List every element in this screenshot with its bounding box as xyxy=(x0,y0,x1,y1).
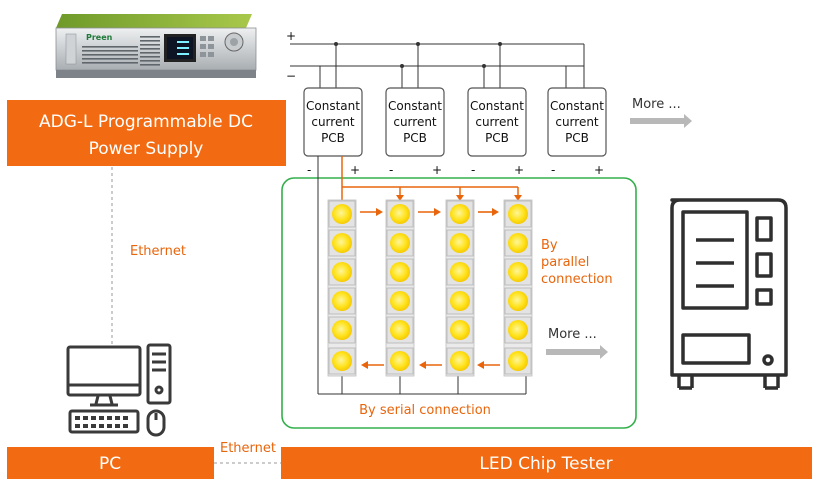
pcb-2-line1: Constant xyxy=(388,99,442,113)
pcb-box-4: Constant current PCB - + xyxy=(547,87,607,177)
more-label-mid: More ... xyxy=(548,327,597,342)
pc-banner-label: PC xyxy=(99,454,121,474)
pc-banner: PC xyxy=(7,447,214,479)
led-strip-1 xyxy=(327,199,357,377)
pcb-1-line1: Constant xyxy=(306,99,360,113)
more-arrow-top xyxy=(630,114,692,128)
ethernet-label-vertical: Ethernet xyxy=(130,244,186,259)
power-bus xyxy=(290,43,585,88)
pcb-4-line2: current xyxy=(555,115,599,129)
pcb-3-line3: PCB xyxy=(485,131,509,145)
pcb-box-1: Constant current PCB - + xyxy=(303,87,363,177)
pcb-1-line3: PCB xyxy=(321,131,345,145)
psu-brand: Preen xyxy=(86,33,113,42)
pcb-4-plus: + xyxy=(594,163,604,177)
power-supply-device: Preen xyxy=(55,14,257,78)
pcb-4-line3: PCB xyxy=(565,131,589,145)
serial-label: By serial connection xyxy=(359,403,491,418)
pcb-3-plus: + xyxy=(514,163,524,177)
parallel-label-line2: parallel xyxy=(541,255,589,270)
banner-title-line2: Power Supply xyxy=(89,139,204,159)
pcb-4-minus: - xyxy=(551,163,555,177)
pcb-2-minus: - xyxy=(389,163,393,177)
bus-minus-label: − xyxy=(286,69,296,83)
tester-frame xyxy=(281,177,637,429)
pcb-1-plus: + xyxy=(350,163,360,177)
led-strip-3 xyxy=(445,199,475,377)
more-arrow-mid xyxy=(546,345,608,359)
power-supply-banner: ADG-L Programmable DC Power Supply xyxy=(7,100,286,166)
pcb-2-line2: current xyxy=(393,115,437,129)
tester-banner: LED Chip Tester xyxy=(281,447,812,479)
parallel-label-line1: By xyxy=(541,238,558,253)
pcb-3-line2: current xyxy=(475,115,519,129)
serial-arrows-top xyxy=(360,208,499,216)
pcb-1-minus: - xyxy=(307,163,311,177)
pcb-2-plus: + xyxy=(432,163,442,177)
serial-arrows-bottom xyxy=(361,361,500,369)
pcb-2-line3: PCB xyxy=(403,131,427,145)
pcb-3-line1: Constant xyxy=(470,99,524,113)
pcb-4-line1: Constant xyxy=(550,99,604,113)
ethernet-label-bottom: Ethernet xyxy=(220,441,276,456)
pcb-box-3: Constant current PCB - + xyxy=(467,87,527,177)
led-strip-2 xyxy=(385,199,415,377)
pcb-box-2: Constant current PCB - + xyxy=(385,87,445,177)
led-strip-4 xyxy=(503,199,533,377)
bus-plus-label: + xyxy=(286,29,296,43)
pcb-3-minus: - xyxy=(471,163,475,177)
tester-banner-label: LED Chip Tester xyxy=(479,454,612,474)
pcb-1-line2: current xyxy=(311,115,355,129)
banner-title-line1: ADG-L Programmable DC xyxy=(39,112,253,132)
parallel-label-line3: connection xyxy=(541,272,613,287)
computer-icon xyxy=(66,343,172,437)
more-label-top: More ... xyxy=(632,97,681,112)
led-tester-machine-icon xyxy=(670,198,788,390)
